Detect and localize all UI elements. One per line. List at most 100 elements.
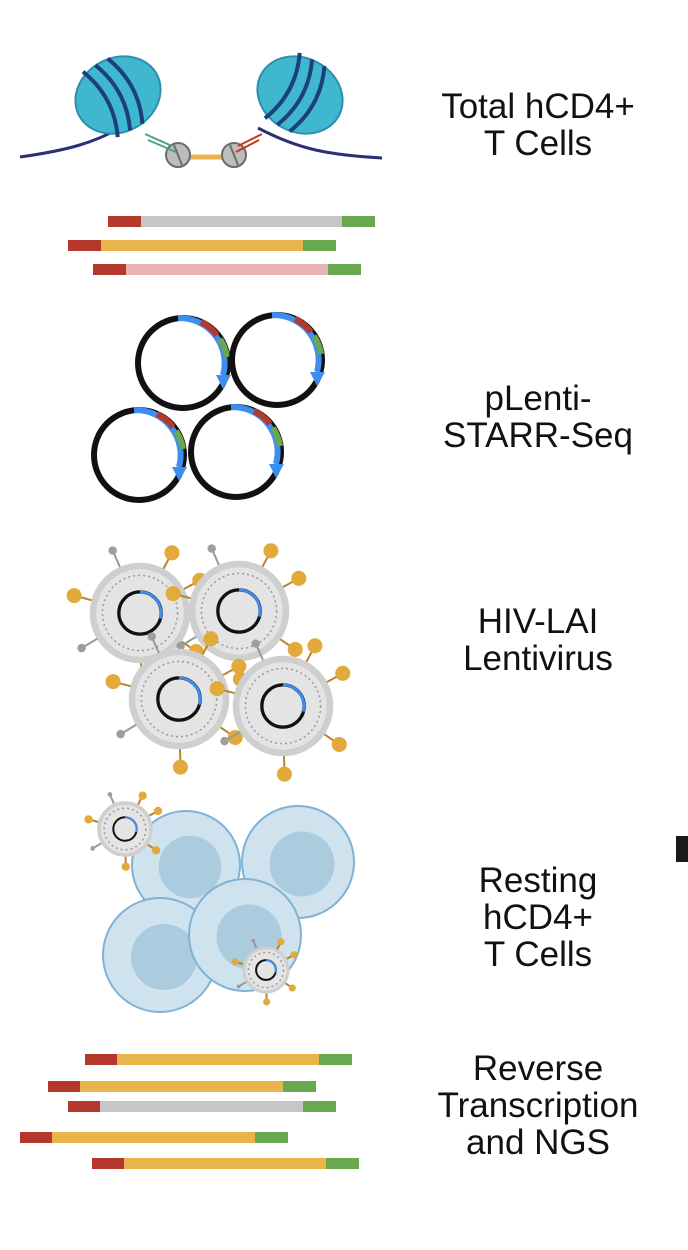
read-insert-segment — [117, 1054, 319, 1065]
adapter-strand — [147, 139, 177, 153]
arrow-head — [172, 467, 187, 481]
gp120-knob — [290, 951, 298, 959]
label-line: Resting — [478, 861, 598, 900]
read-5prime-segment — [85, 1054, 117, 1065]
label-line: HIV-LAI — [477, 602, 599, 641]
gp120-knob — [165, 586, 181, 602]
read-insert-segment — [80, 1081, 283, 1092]
gp120-knob — [164, 545, 180, 561]
read-3prime-segment — [303, 240, 336, 251]
genome-insert — [238, 588, 262, 618]
envelope — [128, 648, 230, 750]
read-5prime-segment — [48, 1081, 80, 1092]
label-line: hCD4+ — [483, 898, 593, 938]
gp120-knob — [84, 815, 93, 824]
insert-red — [252, 408, 273, 426]
sequencing-reads-icon — [20, 1054, 359, 1169]
read-3prime-segment — [255, 1132, 288, 1143]
virion — [209, 638, 351, 782]
gp120-knob — [263, 543, 279, 559]
spike-tip — [77, 643, 86, 653]
read-insert-segment — [52, 1132, 255, 1143]
read-3prime-segment — [303, 1101, 336, 1112]
dna-wrap — [276, 59, 315, 127]
lentivirus-icon — [66, 543, 351, 782]
insert-arc — [230, 403, 281, 465]
genome-insert — [282, 683, 306, 713]
arrow-head — [269, 464, 284, 478]
plasmid — [229, 311, 325, 408]
step-label-total-cd4: Total hCD4+ T Cells — [400, 88, 676, 162]
matrix-layer — [101, 574, 179, 652]
virion — [84, 791, 163, 871]
read-insert-segment — [101, 240, 303, 251]
nucleosome-pair-icon — [19, 52, 383, 168]
matrix-layer — [244, 667, 322, 745]
envelope — [242, 946, 290, 994]
insert-red — [199, 319, 220, 337]
genome-insert — [139, 590, 163, 620]
insert-arc — [177, 314, 228, 376]
read-insert-segment — [141, 216, 342, 227]
read-3prime-segment — [328, 264, 361, 275]
gp120-knob — [331, 736, 347, 753]
dna-wrap — [94, 63, 133, 131]
insert-arc — [133, 406, 184, 468]
read-5prime-segment — [68, 240, 101, 251]
label-line: Total hCD4+ — [441, 87, 635, 126]
label-line: Lentivirus — [463, 639, 613, 679]
arrow-head — [310, 372, 325, 386]
gp120-knob — [66, 588, 82, 604]
virion — [231, 938, 298, 1006]
label-line: pLenti- — [484, 379, 592, 418]
cropped-panel-edge — [676, 836, 688, 862]
read — [108, 216, 375, 227]
spike-tip — [116, 729, 125, 739]
read-3prime-segment — [319, 1054, 352, 1065]
spike-tip — [251, 639, 260, 648]
gp120-knob — [151, 846, 161, 855]
plasmid — [91, 406, 187, 503]
read — [93, 264, 361, 275]
read-5prime-segment — [68, 1101, 100, 1112]
spike-tip — [207, 544, 216, 553]
envelope — [232, 655, 334, 757]
gp120-knob — [335, 665, 351, 681]
insert-green — [173, 429, 186, 450]
read-5prime-segment — [108, 216, 141, 227]
gp120-knob — [227, 729, 243, 746]
gp120-knob — [209, 681, 225, 697]
read-insert-segment — [124, 1158, 326, 1169]
insert-arc — [271, 311, 322, 373]
gp120-knob — [231, 958, 239, 966]
read-5prime-segment — [92, 1158, 124, 1169]
envelope — [97, 801, 153, 857]
gp120-knob — [203, 631, 219, 647]
matrix-layer — [103, 807, 147, 851]
step-label-reverse-transcription: Reverse Transcription and NGS — [400, 1050, 676, 1161]
dna-strand — [19, 126, 383, 160]
matrix-layer — [247, 951, 285, 989]
insert-red — [155, 411, 176, 429]
insert-red — [293, 316, 314, 334]
insert-green — [311, 334, 324, 355]
adapter-strand — [144, 133, 173, 147]
label-line: Transcription — [437, 1086, 639, 1126]
matrix-layer — [140, 660, 218, 738]
label-line: Reverse — [472, 1049, 604, 1088]
gp120-knob — [231, 658, 247, 674]
nucleus — [158, 835, 222, 899]
insert-green — [270, 426, 283, 447]
spike-tip — [147, 632, 156, 641]
adapter-strand — [235, 139, 260, 153]
gp120-knob — [307, 638, 323, 654]
label-line: T Cells — [483, 935, 593, 975]
read — [48, 1081, 316, 1092]
transposase-seam — [173, 144, 183, 166]
read-insert-segment — [100, 1101, 303, 1112]
gp120-knob — [138, 791, 147, 800]
step-label-hiv-lai: HIV-LAI Lentivirus — [400, 603, 676, 677]
fragment-library-icon — [68, 216, 375, 275]
dna-wrap — [81, 70, 120, 138]
